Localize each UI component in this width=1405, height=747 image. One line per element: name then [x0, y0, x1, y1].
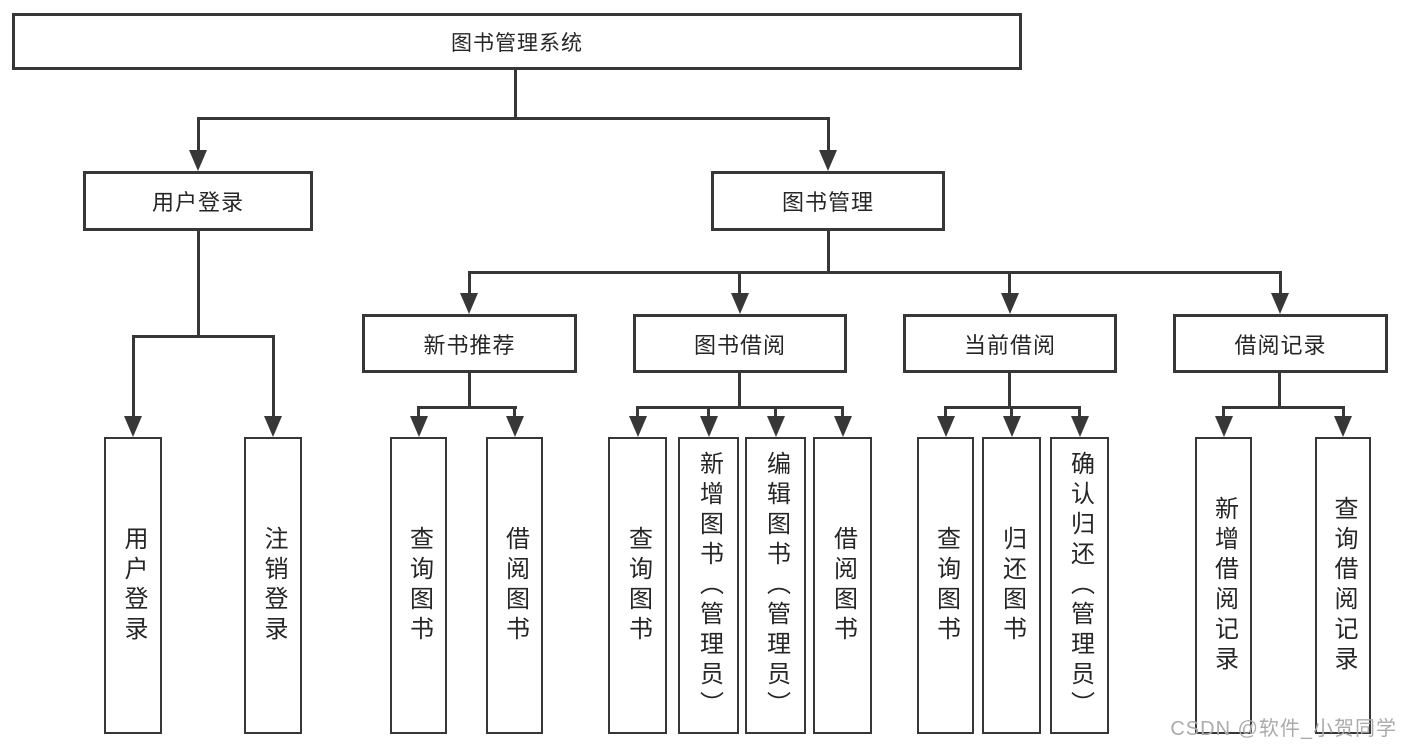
leaf-query-books-borrow: 查询图书 [608, 437, 667, 734]
node-borrow-records: 借阅记录 [1173, 314, 1388, 373]
connector-line [1008, 371, 1011, 409]
connector-line [774, 406, 777, 418]
arrow-down-icon [1334, 416, 1352, 437]
leaf-edit-book-admin: 编辑图书（管理员） [745, 437, 806, 734]
connector-line [132, 335, 135, 417]
connector-line [417, 406, 517, 409]
arrow-down-icon [819, 150, 837, 171]
arrow-down-icon [506, 416, 524, 437]
arrow-down-icon [1215, 416, 1233, 437]
leaf-logout: 注销登录 [244, 437, 302, 734]
node-user-login: 用户登录 [83, 171, 313, 231]
connector-line [513, 406, 516, 418]
connector-line [468, 271, 1281, 274]
connector-line [197, 117, 830, 120]
arrow-down-icon [124, 416, 142, 437]
arrow-down-icon [700, 416, 718, 437]
connector-line [514, 70, 517, 120]
connector-line [738, 271, 741, 296]
connector-line [197, 117, 200, 153]
connector-line [827, 229, 830, 274]
connector-line [1222, 406, 1225, 418]
arrow-down-icon [937, 416, 955, 437]
arrow-down-icon [460, 293, 478, 314]
arrow-down-icon [834, 416, 852, 437]
leaf-borrow-books-recommend: 借阅图书 [486, 437, 543, 734]
node-new-book-recommend: 新书推荐 [362, 314, 577, 373]
leaf-query-borrow-record: 查询借阅记录 [1315, 437, 1371, 734]
node-current-borrow: 当前借阅 [903, 314, 1117, 373]
connector-line [944, 406, 947, 418]
connector-line [1278, 371, 1281, 409]
connector-line [1342, 406, 1345, 418]
csdn-watermark: CSDN @软件_小贺同学 [1170, 718, 1397, 740]
arrow-down-icon [1071, 416, 1089, 437]
arrow-down-icon [410, 416, 428, 437]
leaf-add-book-admin: 新增图书（管理员） [678, 437, 739, 734]
leaf-borrow-books: 借阅图书 [813, 437, 872, 734]
leaf-return-book: 归还图书 [982, 437, 1041, 734]
leaf-confirm-return-admin: 确认归还（管理员） [1050, 437, 1109, 734]
arrow-down-icon [731, 293, 749, 314]
connector-line [841, 406, 844, 418]
arrow-down-icon [629, 416, 647, 437]
connector-line [636, 406, 639, 418]
connector-line [707, 406, 710, 418]
connector-line [636, 406, 844, 409]
arrow-down-icon [189, 150, 207, 171]
connector-line [468, 271, 471, 296]
connector-line [827, 117, 830, 153]
connector-line [1222, 406, 1345, 409]
arrow-down-icon [1001, 293, 1019, 314]
leaf-add-borrow-record: 新增借阅记录 [1195, 437, 1252, 734]
arrow-down-icon [1271, 293, 1289, 314]
connector-line [1010, 406, 1013, 418]
connector-line [132, 335, 275, 338]
connector-line [417, 406, 420, 418]
connector-line [738, 371, 741, 409]
node-book-management: 图书管理 [711, 171, 945, 231]
leaf-user-login: 用户登录 [104, 437, 162, 734]
connector-line [1279, 271, 1282, 296]
connector-line [272, 335, 275, 417]
root-node: 图书管理系统 [12, 13, 1022, 70]
arrow-down-icon [1003, 416, 1021, 437]
connector-line [1078, 406, 1081, 418]
connector-line [197, 229, 200, 338]
arrow-down-icon [767, 416, 785, 437]
connector-line [468, 371, 471, 409]
arrow-down-icon [264, 416, 282, 437]
node-book-borrow: 图书借阅 [633, 314, 847, 373]
leaf-query-books-recommend: 查询图书 [390, 437, 447, 734]
connector-line [1008, 271, 1011, 296]
leaf-query-books-current: 查询图书 [917, 437, 974, 734]
